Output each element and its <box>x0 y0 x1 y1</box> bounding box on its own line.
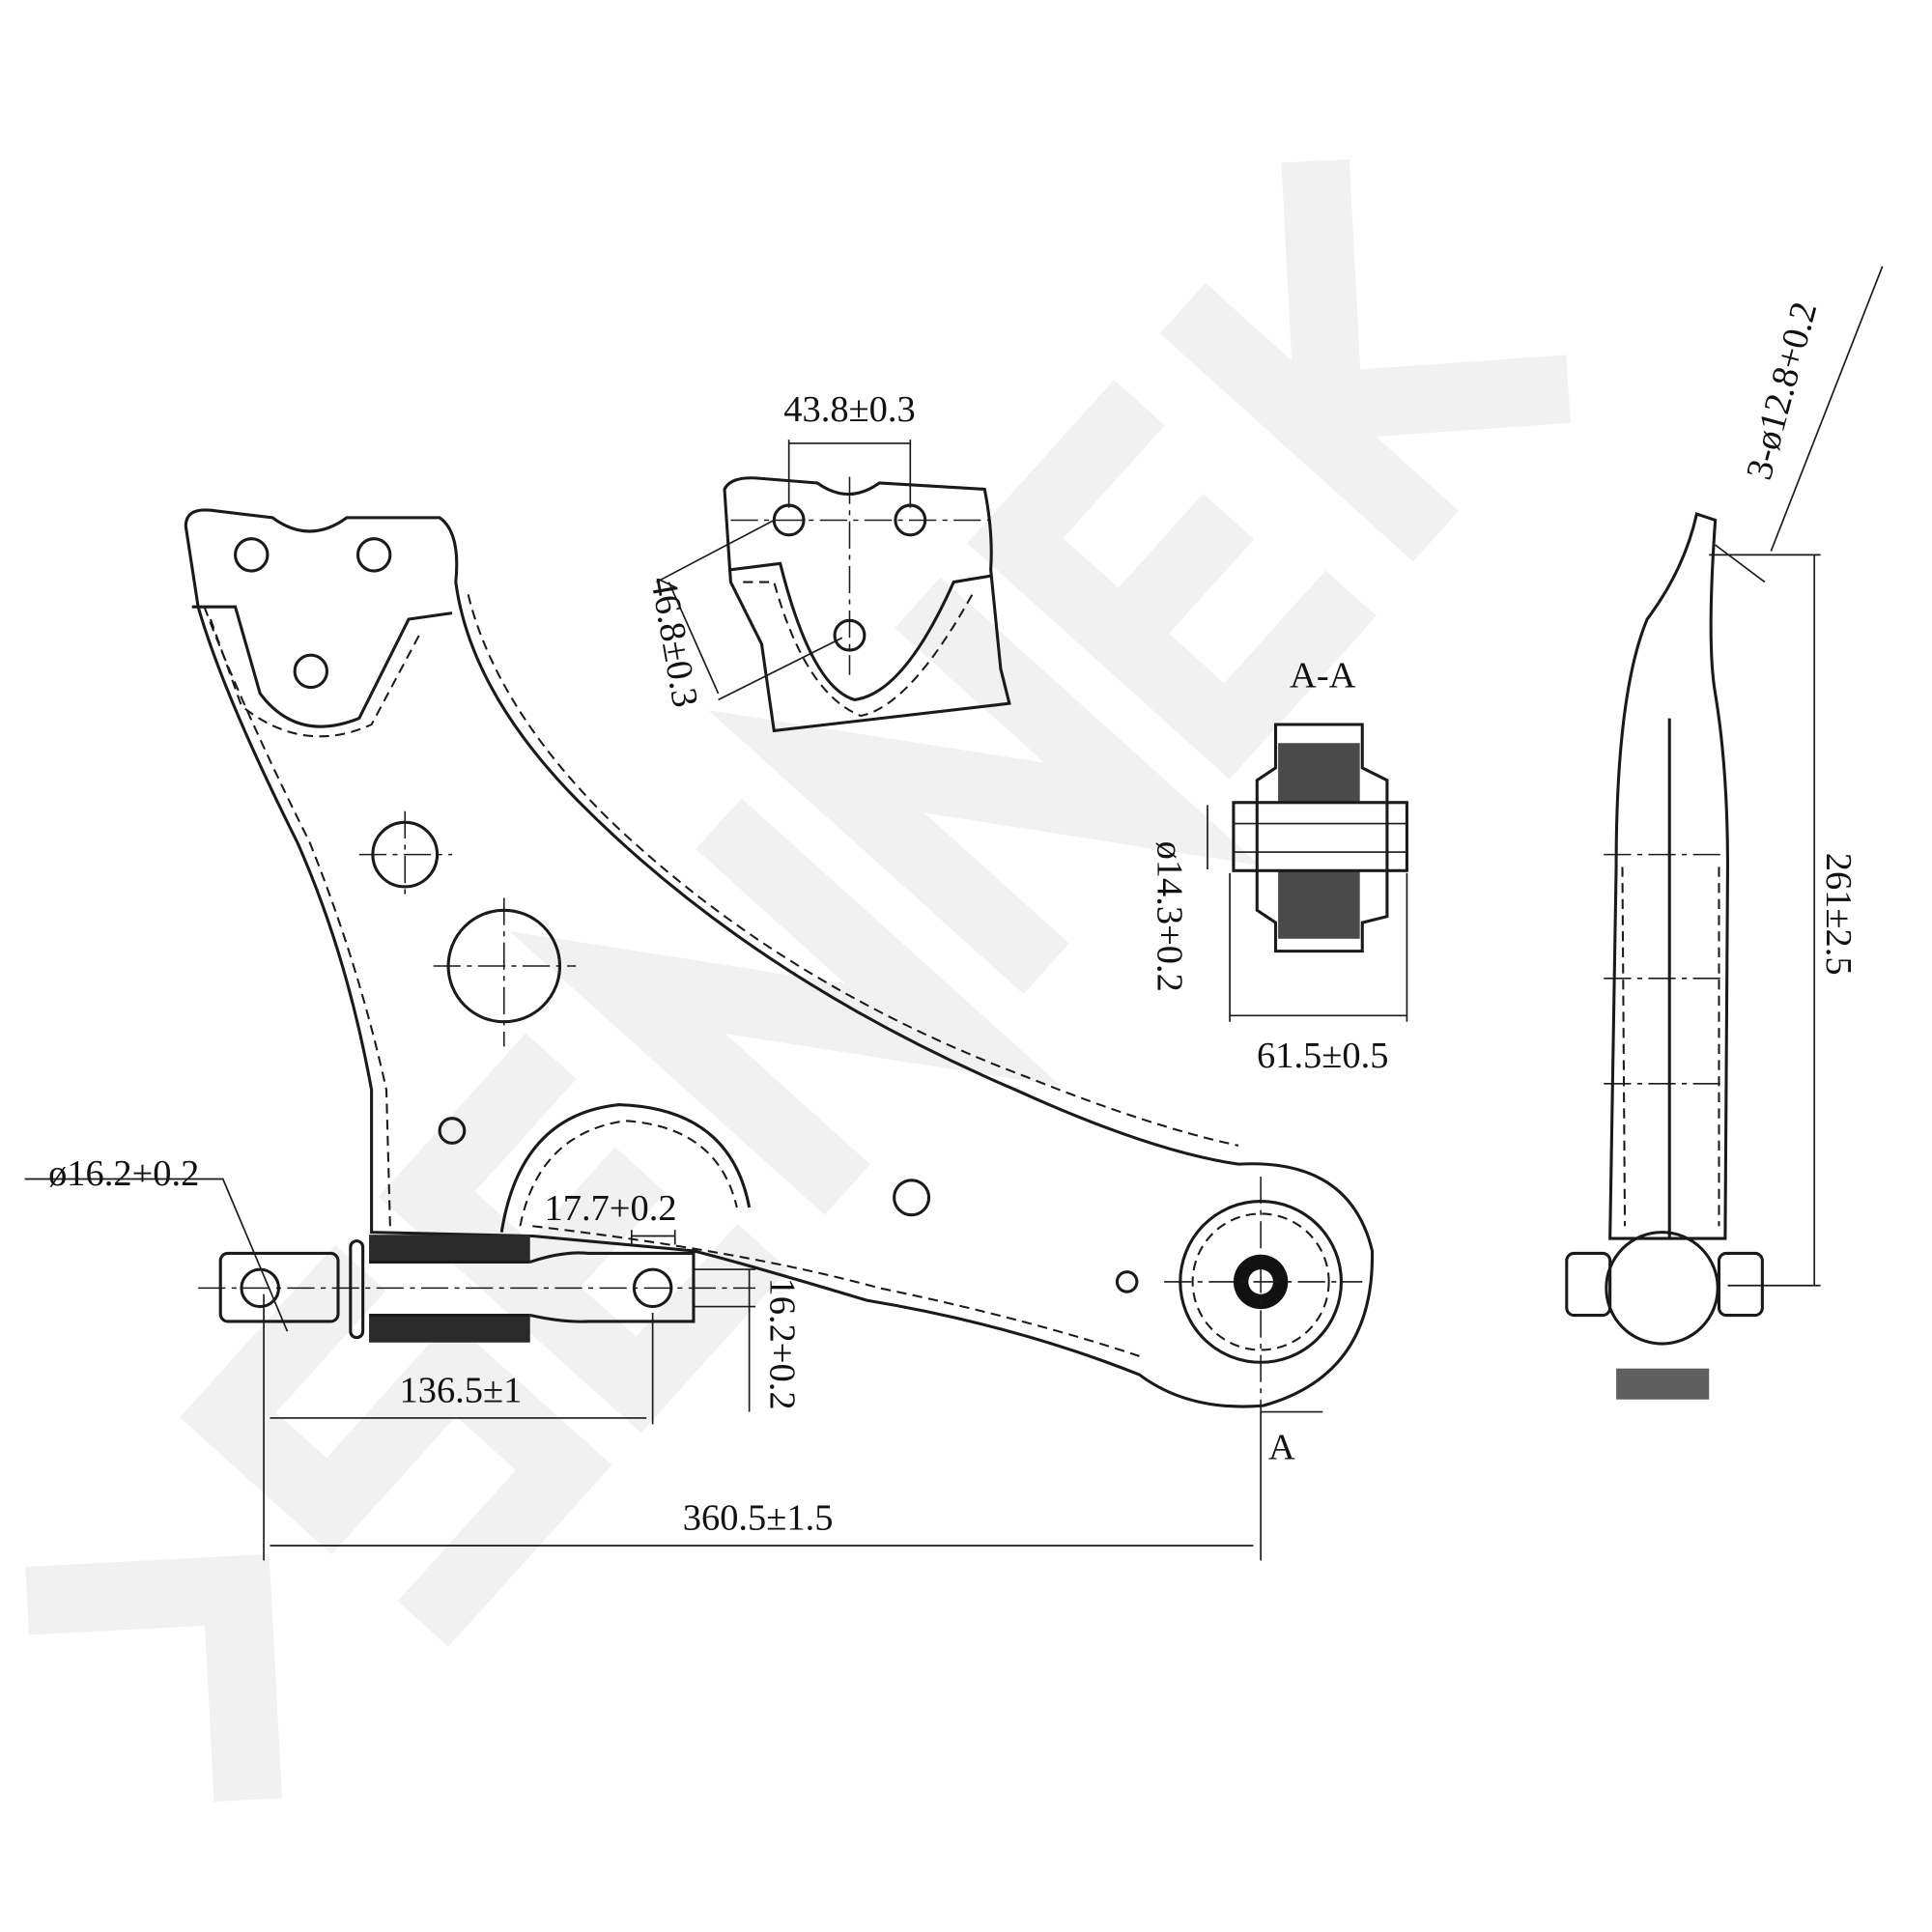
section-label: A-A <box>1290 656 1356 696</box>
section-marker: A <box>1268 1427 1295 1467</box>
side-view <box>1565 266 1884 1400</box>
bracket-detail-view <box>656 440 1011 733</box>
dim-overall-height: 261±2.5 <box>1818 853 1859 976</box>
dim-eye-center-distance: 136.5±1 <box>399 1370 522 1410</box>
dim-hole-diameter-callout: 3-ø12.8+0.2 <box>1739 298 1825 484</box>
dim-front-eye-diameter: ø16.2+0.2 <box>48 1153 199 1194</box>
dim-rear-eye-width: 17.7+0.2 <box>545 1188 677 1229</box>
watermark-logo <box>25 158 1572 1802</box>
dim-rear-eye-diameter: 16.2+0.2 <box>761 1278 802 1410</box>
section-a-a-view <box>1207 723 1408 1022</box>
control-arm-main-view <box>184 508 1375 1412</box>
dim-bracket-hole-spacing: 43.8±0.3 <box>783 389 915 430</box>
dimension-lines <box>24 1178 1323 1561</box>
dim-bushing-inner-diameter: ø14.3+0.2 <box>1150 841 1190 992</box>
dim-overall-length: 360.5±1.5 <box>683 1497 834 1538</box>
dim-bushing-length: 61.5±0.5 <box>1257 1036 1388 1076</box>
